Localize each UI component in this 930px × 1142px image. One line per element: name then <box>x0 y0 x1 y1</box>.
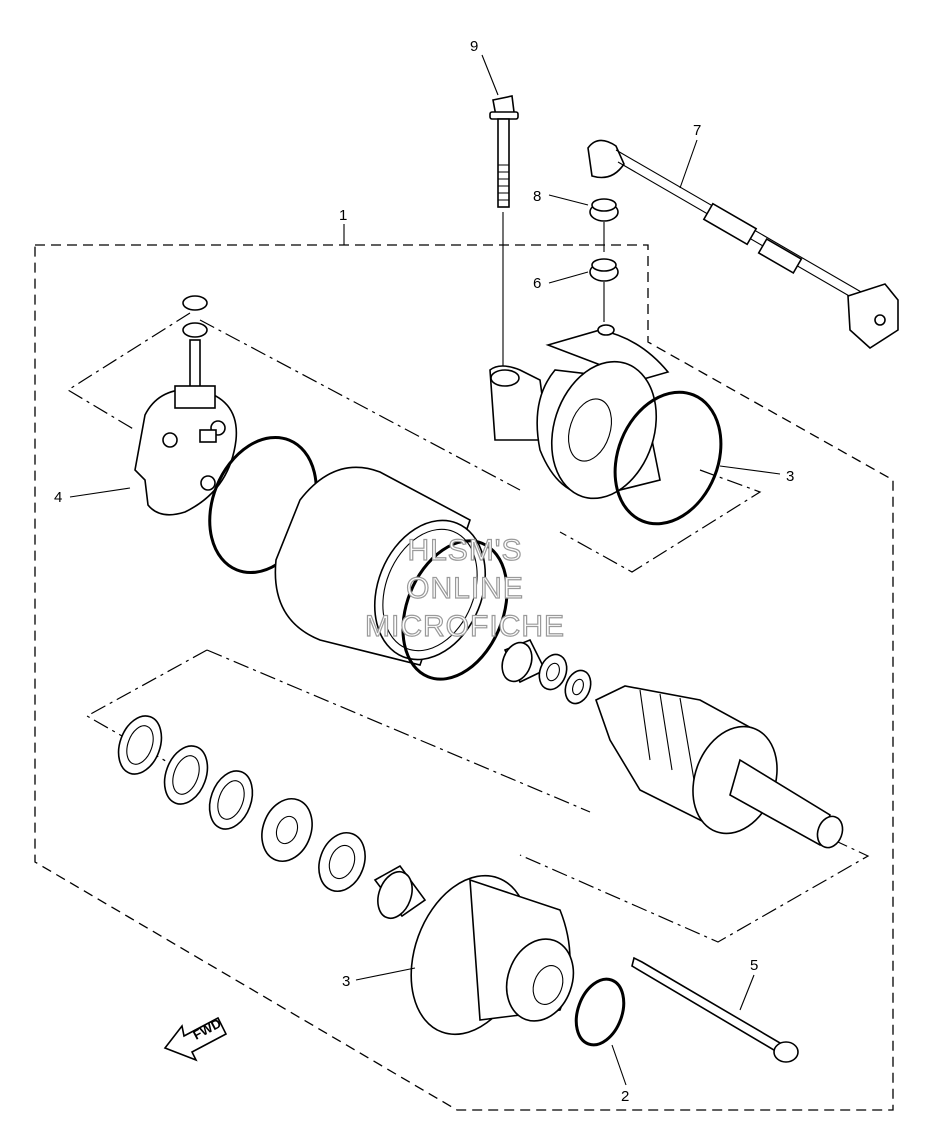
leader-6 <box>548 271 589 284</box>
bolt-part-9 <box>489 95 519 368</box>
o-ring-yoke-right <box>401 539 509 681</box>
callout-3-bottom: 3 <box>342 973 350 990</box>
nut-part-6 <box>589 258 619 282</box>
armature <box>595 685 844 849</box>
o-ring-part-2 <box>574 977 626 1047</box>
leader-3b <box>355 967 416 981</box>
leader-5 <box>739 974 755 1011</box>
callout-6: 6 <box>533 275 541 292</box>
callout-1: 1 <box>339 207 347 224</box>
shim-set <box>117 715 313 862</box>
svg-text:ONLINE: ONLINE <box>406 572 524 605</box>
rear-cover <box>410 874 575 1036</box>
svg-text:HLSM'S: HLSM'S <box>407 534 522 567</box>
brush-holder-part-4 <box>134 295 238 516</box>
through-bolt-part-5 <box>631 956 799 1063</box>
nut-part-8 <box>589 198 619 222</box>
bearing <box>318 832 366 892</box>
needle-bearing <box>373 864 427 920</box>
watermark: HLSM'S ONLINE MICROFICHE <box>364 533 565 643</box>
svg-text:MICROFICHE: MICROFICHE <box>365 610 565 643</box>
yoke <box>274 466 487 666</box>
leader-7 <box>679 139 698 189</box>
upper-alignment-plane <box>66 312 762 573</box>
callout-8: 8 <box>533 188 541 205</box>
lead-wire-part-7 <box>587 139 899 350</box>
fwd-direction-arrow: FWD <box>163 1016 228 1062</box>
leader-3a <box>719 465 781 475</box>
callout-4: 4 <box>54 489 62 506</box>
assembly-boundary <box>34 244 894 1111</box>
callout-7: 7 <box>693 122 701 139</box>
o-ring-part-3-top <box>613 390 723 526</box>
callout-5: 5 <box>750 957 758 974</box>
leader-8 <box>548 194 589 206</box>
callout-3-top: 3 <box>786 468 794 485</box>
leader-9 <box>481 54 499 96</box>
bushing-and-washers <box>501 638 592 705</box>
callout-2: 2 <box>621 1088 629 1105</box>
callout-9: 9 <box>470 38 478 55</box>
leader-2 <box>611 1044 627 1086</box>
leader-4 <box>69 487 131 498</box>
front-cover <box>489 324 670 500</box>
